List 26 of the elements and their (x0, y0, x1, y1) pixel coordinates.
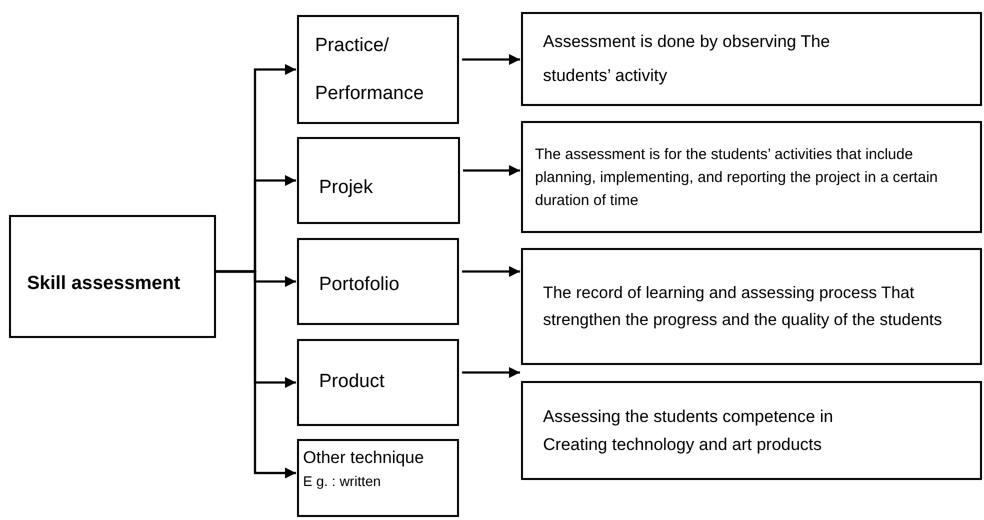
arrow (463, 165, 520, 176)
box-label: Projek (319, 176, 373, 200)
example-text: E g. : written (303, 472, 381, 491)
category-box (297, 15, 459, 124)
arrow (462, 367, 520, 378)
box-label: The record of learning and assessing process That strengthen the progress and the quality of the students (543, 282, 944, 330)
category-box (297, 439, 459, 517)
box-label: Skill assessment (27, 272, 180, 296)
box-label: Assessing the students competence in Creating technology and art products (543, 406, 834, 456)
box-label: The assessment is for the students’ activities that include planning, implementing, and reporting the project in a certain duration of time (535, 144, 939, 210)
box-label: Other technique (303, 447, 424, 469)
category-box (297, 339, 459, 426)
box-label: Product (319, 370, 384, 394)
arrow (462, 54, 520, 65)
arrow (462, 266, 520, 277)
description-box (521, 121, 982, 233)
category-box (297, 238, 459, 325)
description-box (521, 248, 982, 365)
box-label: Portofolio (319, 273, 400, 298)
box-label: Practice/ Performance (315, 34, 425, 106)
description-box (521, 12, 982, 106)
box-label: Assessment is done by observing The students’ activity (543, 31, 831, 87)
arrow (216, 270, 296, 478)
category-box (297, 137, 460, 224)
root-box (9, 215, 216, 338)
description-box (521, 381, 982, 480)
